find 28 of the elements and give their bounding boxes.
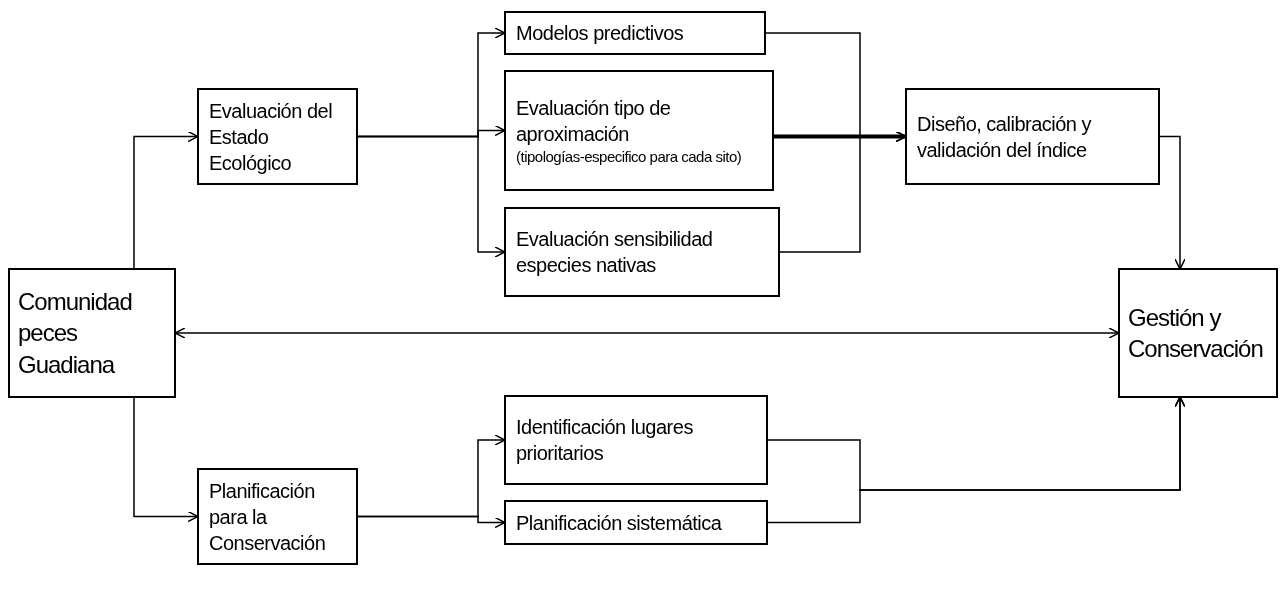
box-text: Planificación para la Conservación <box>209 478 327 556</box>
process-box <box>1118 268 1278 398</box>
arrow <box>133 397 199 523</box>
process-box <box>197 88 358 185</box>
box-text: Gestión y Conservación <box>1128 302 1264 364</box>
process-box <box>504 207 780 297</box>
box-text: Evaluación sensibilidad especies nativas <box>516 227 714 278</box>
box-text: (tipologías-especifico para cada sito) <box>516 146 743 167</box>
box-text: Comunidad peces Guadiana <box>18 287 133 380</box>
arrow <box>357 135 506 258</box>
process-box <box>905 88 1160 185</box>
box-text: Planificación sistemática <box>516 510 723 536</box>
process-box <box>504 70 774 191</box>
process-box <box>8 268 176 398</box>
box-text: Evaluación del Estado Ecológico <box>209 98 334 176</box>
process-box <box>504 395 768 485</box>
arrow <box>774 130 907 143</box>
arrow <box>1159 135 1186 270</box>
process-box <box>504 11 766 55</box>
box-text: Identificación lugares prioritarios <box>516 415 694 466</box>
box-text: Modelos predictivos <box>516 21 685 46</box>
arrow <box>767 396 1186 524</box>
process-box <box>504 500 768 545</box>
box-text: Diseño, calibración y validación del índice <box>917 111 1093 163</box>
arrow <box>133 130 199 269</box>
box-text: Evaluación tipo de aproximación <box>516 95 672 147</box>
arrow <box>357 515 506 529</box>
process-box <box>197 468 358 565</box>
